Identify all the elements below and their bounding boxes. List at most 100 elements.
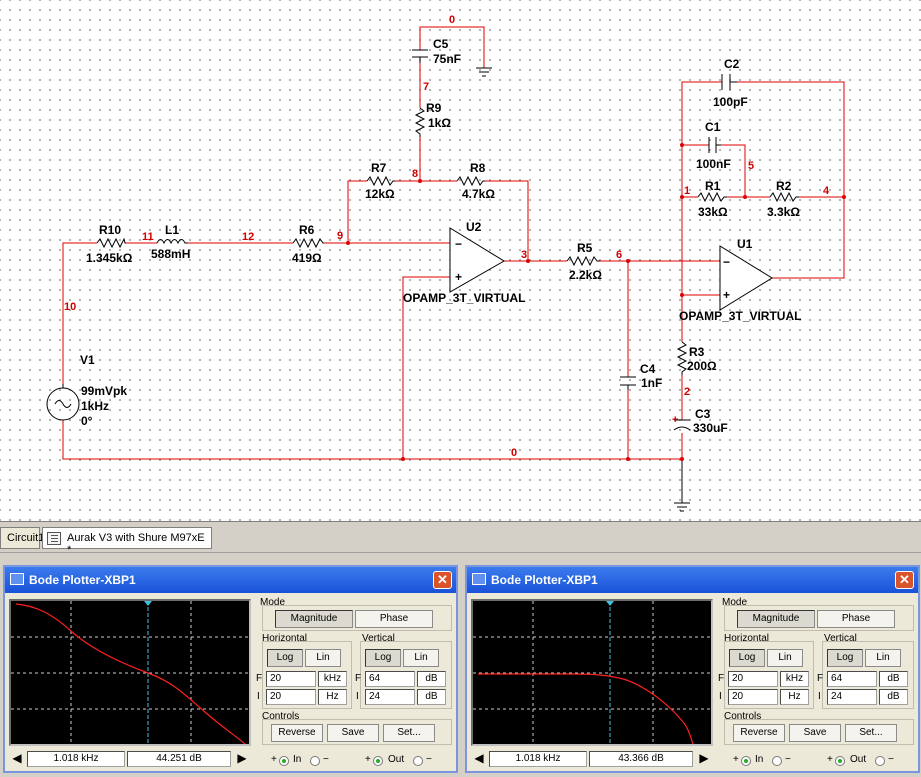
horizontal-initial-unit[interactable]: Hz — [780, 689, 809, 705]
bode-plotter-window-right[interactable]: Bode Plotter-XBP1 ✕ ◀ 1.018 kHz 43.366 d… — [465, 565, 920, 773]
vertical-log-button[interactable]: Log — [827, 649, 863, 667]
vertical-final-unit[interactable]: dB — [417, 671, 446, 687]
cursor-right-arrow[interactable]: ▶ — [699, 751, 709, 765]
out-plus-terminal[interactable] — [835, 756, 845, 766]
close-button[interactable]: ✕ — [895, 571, 914, 589]
u2-model: OPAMP_3T_VIRTUAL — [403, 291, 525, 305]
capacitor-c2[interactable] — [721, 74, 737, 90]
vertical-initial-input[interactable]: 24 — [827, 689, 877, 705]
wire — [681, 81, 722, 296]
resistor-r1[interactable] — [697, 191, 727, 203]
r5-value: 2.2kΩ — [569, 268, 602, 282]
reverse-button[interactable]: Reverse — [271, 724, 323, 742]
v1-phase: 0° — [81, 414, 93, 428]
c3-name: C3 — [695, 407, 711, 421]
vertical-lin-button[interactable]: Lin — [403, 649, 439, 667]
capacitor-c5[interactable] — [412, 49, 428, 63]
bode-display[interactable] — [9, 599, 251, 746]
save-button[interactable]: Save — [327, 724, 379, 742]
opamp-u2[interactable] — [449, 227, 505, 293]
window-titlebar[interactable]: Bode Plotter-XBP1 ✕ — [467, 567, 918, 593]
close-button[interactable]: ✕ — [433, 571, 452, 589]
v1-frequency: 1kHz — [81, 399, 109, 413]
vertical-log-button[interactable]: Log — [365, 649, 401, 667]
capacitor-c1[interactable] — [708, 137, 721, 153]
resistor-r10[interactable] — [96, 237, 126, 249]
out-minus-terminal[interactable] — [875, 756, 885, 766]
horizontal-initial-unit[interactable]: Hz — [318, 689, 347, 705]
magnitude-button[interactable]: Magnitude — [737, 610, 815, 628]
resistor-r5[interactable] — [566, 255, 600, 267]
vertical-final-input[interactable]: 64 — [365, 671, 415, 687]
vertical-final-input[interactable]: 64 — [827, 671, 877, 687]
vertical-final-unit[interactable]: dB — [879, 671, 908, 687]
in-plus-terminal[interactable] — [741, 756, 751, 766]
tab-aurak-v3[interactable]: Aurak V3 with Shure M97xE * — [42, 527, 212, 556]
bode-plotter-window-left[interactable]: Bode Plotter-XBP1 ✕ ◀ 1.018 kHz 44.251 d… — [3, 565, 458, 773]
save-button[interactable]: Save — [789, 724, 841, 742]
c2-name: C2 — [724, 57, 740, 71]
horizontal-final-input[interactable]: 20 — [728, 671, 778, 687]
vertical-initial-input[interactable]: 24 — [365, 689, 415, 705]
wire — [737, 81, 845, 279]
out-label: Out — [388, 754, 405, 765]
resistor-r6[interactable] — [292, 237, 324, 249]
voltage-source-v1[interactable] — [46, 384, 80, 421]
horizontal-group — [262, 641, 352, 709]
window-titlebar[interactable]: Bode Plotter-XBP1 ✕ — [5, 567, 456, 593]
vertical-lin-button[interactable]: Lin — [865, 649, 901, 667]
schematic-drawing[interactable]: − + − + + R10 1.345kΩ L1 588mH R6 419Ω R… — [0, 0, 921, 522]
wire — [62, 420, 682, 460]
opamp-u1[interactable] — [719, 245, 773, 311]
out-plus-label: + — [365, 754, 371, 765]
r8-name: R8 — [470, 161, 486, 175]
in-plus-terminal[interactable] — [279, 756, 289, 766]
resistor-r3[interactable] — [676, 341, 688, 375]
in-minus-terminal[interactable] — [772, 756, 782, 766]
capacitor-c4[interactable] — [620, 376, 636, 390]
horizontal-final-unit[interactable]: kHz — [318, 671, 347, 687]
magnitude-trace — [15, 603, 246, 745]
in-minus-terminal[interactable] — [310, 756, 320, 766]
bode-display[interactable] — [471, 599, 713, 746]
out-label: Out — [850, 754, 867, 765]
out-minus-terminal[interactable] — [413, 756, 423, 766]
horizontal-log-button[interactable]: Log — [729, 649, 765, 667]
document-tab-bar: Circuit1 Aurak V3 with Shure M97xE * — [0, 523, 921, 556]
vertical-final-label: F — [355, 673, 362, 684]
horizontal-initial-input[interactable]: 20 — [728, 689, 778, 705]
window-title: Bode Plotter-XBP1 — [491, 573, 598, 587]
horizontal-lin-button[interactable]: Lin — [305, 649, 341, 667]
tab-circuit1[interactable]: Circuit1 — [0, 527, 44, 549]
reverse-button[interactable]: Reverse — [733, 724, 785, 742]
horizontal-final-unit[interactable]: kHz — [780, 671, 809, 687]
vertical-initial-unit[interactable]: dB — [417, 689, 446, 705]
horizontal-final-input[interactable]: 20 — [266, 671, 316, 687]
inductor-l1[interactable] — [156, 239, 188, 245]
resistor-r8[interactable] — [456, 175, 485, 187]
set-button[interactable]: Set... — [845, 724, 897, 742]
resistor-r9[interactable] — [414, 107, 426, 137]
mode-group — [262, 605, 452, 631]
cursor-marker[interactable] — [144, 601, 152, 606]
cursor-left-arrow[interactable]: ◀ — [474, 751, 484, 765]
vertical-group — [822, 641, 914, 709]
cursor-marker[interactable] — [606, 601, 614, 606]
set-button[interactable]: Set... — [383, 724, 435, 742]
horizontal-log-button[interactable]: Log — [267, 649, 303, 667]
vertical-initial-unit[interactable]: dB — [879, 689, 908, 705]
magnitude-button[interactable]: Magnitude — [275, 610, 353, 628]
phase-button[interactable]: Phase — [817, 610, 895, 628]
resistor-r2[interactable] — [769, 191, 799, 203]
capacitor-c3[interactable] — [673, 419, 691, 431]
node-label: 5 — [748, 160, 754, 172]
schematic-canvas[interactable]: − + − + + R10 1.345kΩ L1 588mH R6 419Ω R… — [0, 0, 921, 522]
cursor-right-arrow[interactable]: ▶ — [237, 751, 247, 765]
horizontal-lin-button[interactable]: Lin — [767, 649, 803, 667]
resistor-r7[interactable] — [366, 175, 395, 187]
phase-button[interactable]: Phase — [355, 610, 433, 628]
cursor-left-arrow[interactable]: ◀ — [12, 751, 22, 765]
out-plus-terminal[interactable] — [373, 756, 383, 766]
horizontal-initial-input[interactable]: 20 — [266, 689, 316, 705]
readout-row: ◀ 1.018 kHz 44.251 dB ▶ — [9, 751, 251, 768]
